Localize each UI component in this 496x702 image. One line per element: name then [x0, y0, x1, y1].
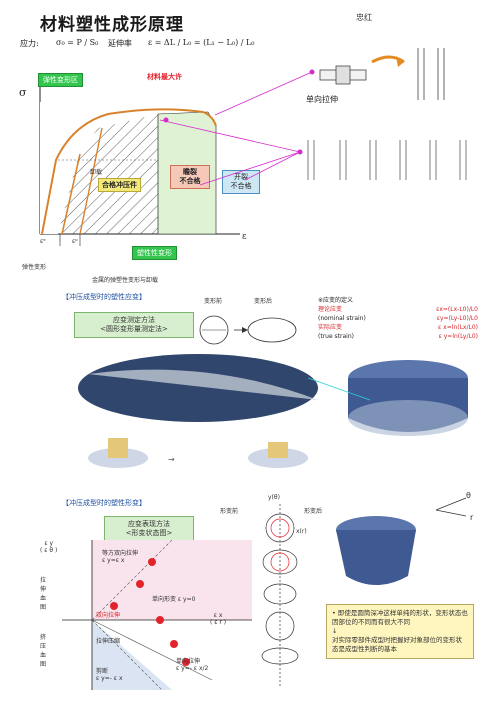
author-name: 忠红 — [356, 13, 372, 22]
max-limit-tag: 材料最大许 — [147, 73, 182, 81]
tension-label: 单向拉伸 — [306, 95, 338, 104]
strain-state-diagram — [62, 540, 252, 690]
svg-text:θ: θ — [466, 491, 471, 500]
good-part-label: 合格冲压件 — [98, 178, 141, 192]
diagram-caption: 金属的弹塑性变形与卸载 — [92, 277, 159, 284]
tension-side-label: 拉伸血图 — [40, 577, 47, 611]
hatched-region — [58, 114, 158, 234]
elastic-region-tag: 弹性变形区 — [38, 73, 83, 87]
strain-definitions: ※应变的定义 理论应变 εx=(Lx-L0)/L0 (nominal strain… — [318, 296, 478, 341]
svg-text:r: r — [470, 513, 474, 522]
plastic-region-tag: 塑性性变形 — [132, 246, 177, 260]
connector-lines — [159, 69, 315, 186]
elastic-strain-label: εᵉ — [40, 238, 46, 245]
true-sub: (true strain) — [318, 333, 354, 340]
strain-label: 延伸率 — [108, 39, 132, 48]
tip-box: • 即使是圆筒深冲这样单纯的形状，变形状态也因部位的不同而有很大不同 ↓ 对实际… — [326, 604, 474, 659]
svg-text:→: → — [168, 455, 175, 464]
crack-label: 开裂 不合格 — [222, 170, 260, 194]
elastic-bottom-label: 弹性变形 — [22, 264, 47, 271]
stress-label: 应力: — [20, 39, 39, 48]
plane-strain-label: 单向形变 ε y=0 — [152, 596, 196, 603]
after-deform-label: 形变后 — [304, 508, 323, 515]
true-eq1: ε x=ln(Lx/L0) — [438, 324, 478, 331]
definition-title: ※应变的定义 — [318, 297, 354, 304]
panel1-method-box: 应变测定方法 <圆形变形量测定法> — [74, 312, 194, 338]
page-title: 材料塑性成形原理 — [40, 15, 184, 35]
y-axis-label: ε y ( ε θ ) — [40, 540, 58, 554]
theta-label: y(θ) — [268, 494, 280, 501]
r-label: x(r) — [296, 528, 307, 535]
nominal-sub: (nominal strain) — [318, 315, 366, 322]
cup-3d-view: θ r — [336, 491, 474, 585]
shear-label: 剪断 ε y=- ε x — [96, 668, 123, 682]
panel1-title: 【冲压成型时的塑性应变】 — [62, 293, 146, 301]
stress-strain-curve — [41, 108, 217, 235]
true-name: 实际应变 — [318, 324, 343, 331]
uniaxial-label: 单向拉伸 ε y=- ε x/2 — [176, 658, 209, 672]
panel2-method-box: 应变表现方法 <形变状态图> — [104, 516, 194, 542]
compress-side-label: 挤压血图 — [40, 634, 47, 668]
circle-grid-diagram — [199, 315, 297, 345]
before-deform-label: 形变前 — [220, 508, 239, 515]
epsilon-axis-label: ε — [242, 232, 247, 242]
nominal-eq1: εx=(Lx-L0)/L0 — [436, 306, 478, 313]
equi-biaxial-label: 等方双向拉伸 ε y=ε x — [102, 550, 139, 564]
tensile-specimens — [307, 48, 467, 180]
stress-equation: σ₀ = P / S₀ — [56, 38, 99, 47]
true-eq2: ε y=ln(Ly/L0) — [438, 333, 478, 340]
circle-deformation-column — [261, 504, 299, 686]
nominal-name: 理论应变 — [318, 306, 343, 313]
plastic-strain-label: εᵖ — [72, 238, 78, 245]
sigma-axis-label: σ — [19, 86, 27, 99]
necking-label: 瞻裂 不合格 — [170, 165, 210, 189]
shrink-flange-label: 拉伸压缩 — [96, 638, 121, 645]
panel2-title: 【冲压成型时的塑性形变】 — [62, 499, 146, 507]
deep-draw-illustration: → — [78, 354, 468, 468]
before-label: 变形前 — [204, 298, 223, 305]
x-axis-label: ε x ( ε r ) — [210, 612, 227, 626]
nominal-eq2: εy=(Ly-L0)/L0 — [436, 315, 478, 322]
strain-equation: ε = ΔL / L₀ = (L₁ − L₀) / L₀ — [148, 38, 255, 47]
unload-label: 卸载 — [90, 169, 103, 176]
after-label: 变形后 — [254, 298, 273, 305]
biaxial-label: 双向拉伸 — [96, 612, 121, 619]
